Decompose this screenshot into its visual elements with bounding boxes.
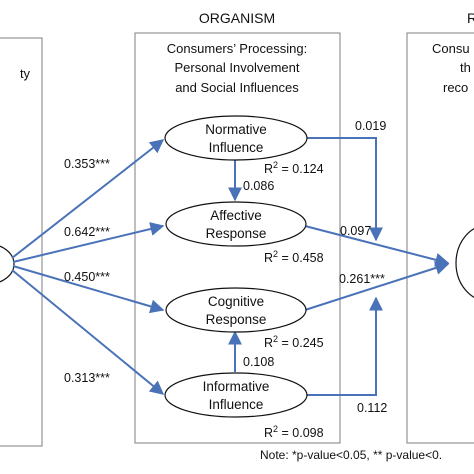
organism-box-line-3: and Social Influences <box>175 80 299 95</box>
normative-node-label-1: Normative <box>205 122 267 137</box>
organism-box <box>134 32 341 444</box>
cognitive-node-label-1: Cognitive <box>208 294 264 309</box>
coef-normative-to-affective: 0.086 <box>243 179 274 193</box>
r2-symbol: R <box>264 426 273 440</box>
path-source-to-affective <box>12 222 165 263</box>
coef-cognitive-to-outcome: 0.261*** <box>339 272 385 286</box>
r2-symbol: R <box>264 251 273 265</box>
r2-superscript: 2 <box>273 424 278 434</box>
significance-note: Note: *p-value<0.05, ** p-value<0. <box>260 448 442 462</box>
path-normative-to-outcome <box>307 137 383 242</box>
coef-informative-to-outcome: 0.112 <box>357 401 387 415</box>
left-stimulus-box <box>0 37 43 447</box>
right-box-line-2: th <box>460 60 471 75</box>
path-cognitive-to-outcome <box>304 261 450 311</box>
right-box-line-3: reco <box>443 80 468 95</box>
path-source-to-informative <box>11 269 165 395</box>
informative-r2: R2 = 0.098 <box>264 424 324 440</box>
affective-r2-value: 0.458 <box>292 251 323 265</box>
right-section-title-partial: R <box>467 10 474 26</box>
cognitive-r2-value: 0.245 <box>292 336 323 350</box>
r2-equals: = <box>278 251 292 265</box>
path-informative-to-outcome <box>307 296 383 396</box>
r2-superscript: 2 <box>273 334 278 344</box>
coef-to-informative: 0.313*** <box>64 371 110 385</box>
path-source-to-normative <box>11 139 165 259</box>
normative-influence-node <box>164 115 308 161</box>
right-response-box <box>406 32 474 444</box>
normative-r2-value: 0.124 <box>292 162 323 176</box>
r2-superscript: 2 <box>273 160 278 170</box>
r2-symbol: R <box>264 336 273 350</box>
organism-section-title: ORGANISM <box>199 10 275 26</box>
affective-node-label-1: Affective <box>210 208 262 223</box>
affective-response-node <box>165 201 307 247</box>
affective-r2: R2 = 0.458 <box>264 249 324 265</box>
r2-superscript: 2 <box>273 249 278 259</box>
informative-r2-value: 0.098 <box>292 426 323 440</box>
cognitive-node-label-2: Response <box>206 312 267 327</box>
r2-symbol: R <box>264 162 273 176</box>
cognitive-r2: R2 = 0.245 <box>264 334 324 350</box>
coef-affective-to-outcome: 0.097 <box>340 224 371 238</box>
r2-equals: = <box>278 162 292 176</box>
coef-to-normative: 0.353*** <box>64 157 110 171</box>
affective-node-label-2: Response <box>206 226 267 241</box>
organism-box-line-2: Personal Involvement <box>174 60 299 75</box>
coef-normative-to-outcome: 0.019 <box>355 119 386 133</box>
coef-informative-to-cognitive: 0.108 <box>243 355 274 369</box>
source-construct-ellipse <box>0 245 15 283</box>
organism-box-line-1: Consumers’ Processing: <box>167 41 307 56</box>
coef-to-affective: 0.642*** <box>64 225 110 239</box>
right-box-line-1: Consu <box>432 41 470 56</box>
r2-equals: = <box>278 426 292 440</box>
cognitive-response-node <box>165 287 307 333</box>
path-source-to-cognitive <box>12 265 165 314</box>
path-affective-to-outcome <box>304 225 450 267</box>
left-section-title-partial: ty <box>20 66 31 81</box>
informative-node-label-2: Influence <box>209 397 264 412</box>
outcome-construct-ellipse <box>455 228 474 298</box>
informative-node-label-1: Informative <box>203 379 270 394</box>
normative-r2: R2 = 0.124 <box>264 160 324 176</box>
informative-influence-node <box>164 372 308 418</box>
normative-node-label-2: Influence <box>209 140 264 155</box>
coef-to-cognitive: 0.450*** <box>64 270 110 284</box>
r2-equals: = <box>278 336 292 350</box>
